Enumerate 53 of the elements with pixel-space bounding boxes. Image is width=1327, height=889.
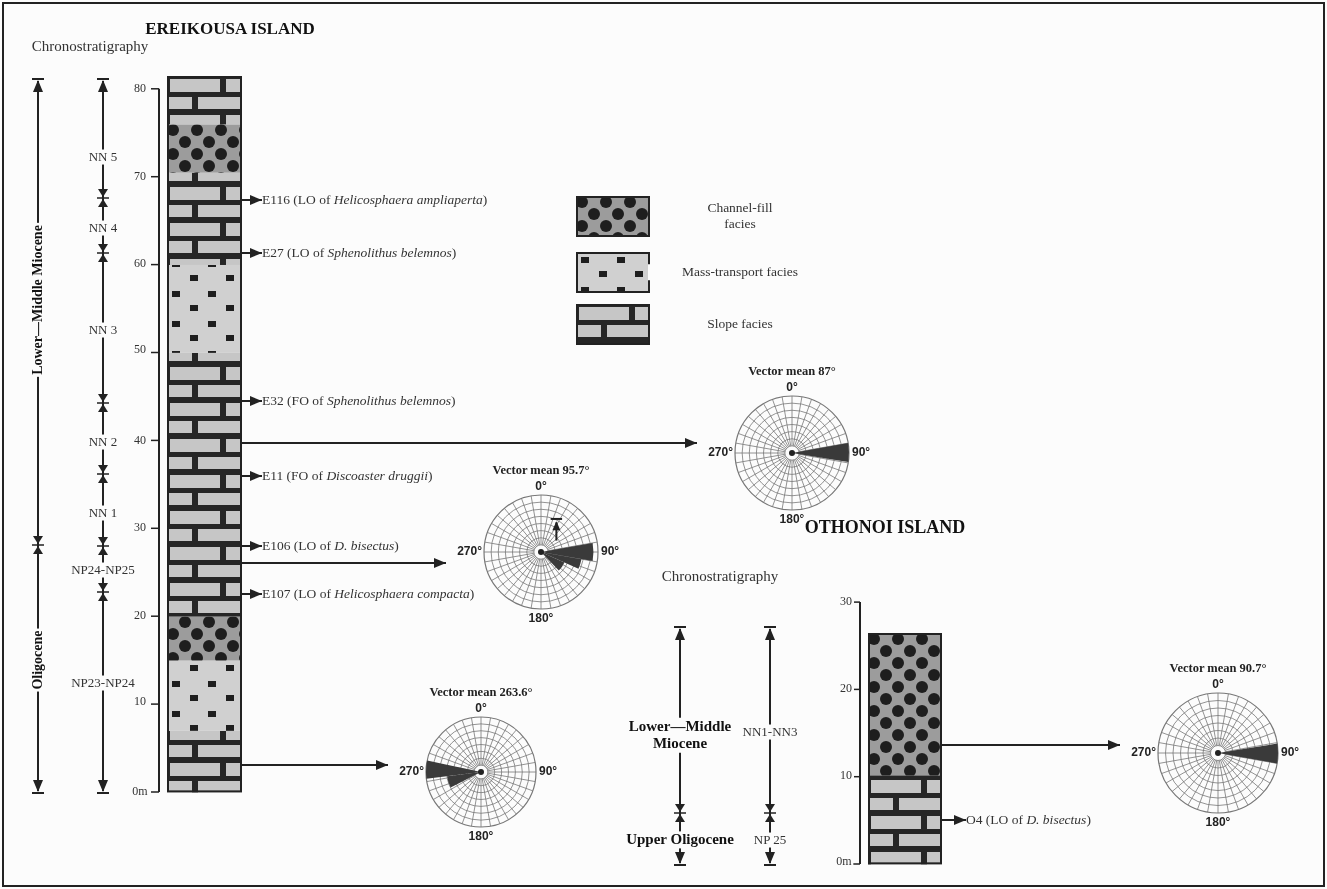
arrow <box>941 815 967 825</box>
arrow <box>241 558 447 568</box>
event-label: E116 (LO of Helicosphaera ampliaperta) <box>262 191 488 209</box>
event-label: E107 (LO of Helicosphaera compacta) <box>262 585 475 603</box>
arrow <box>241 438 698 448</box>
event-label: O4 (LO of D. bisectus) <box>966 811 1091 829</box>
bearing-label: 90° <box>601 544 620 559</box>
bearing-label: 180° <box>1205 815 1231 830</box>
rose-title: Vector mean 263.6° <box>429 685 533 700</box>
bearing-label: 180° <box>779 512 805 527</box>
label: NN 2 <box>86 434 120 450</box>
bearing-label: 180° <box>528 611 554 626</box>
rose-title: Vector mean 90.7° <box>1169 661 1267 676</box>
label: NP24-NP25 <box>69 562 137 578</box>
label: Upper Oligocene <box>624 831 736 849</box>
label: NP 25 <box>751 832 789 848</box>
arrow <box>241 471 263 481</box>
bearing-label: 270° <box>708 445 733 460</box>
label: Chronostratigraphy <box>659 568 781 586</box>
bearing-label: 90° <box>852 445 871 460</box>
arrow <box>241 760 389 770</box>
event-label: E27 (LO of Sphenolithus belemnos) <box>262 244 457 262</box>
stratigraphic-column <box>167 75 242 792</box>
label: NN1-NN3 <box>740 724 800 740</box>
bearing-label: 0° <box>535 479 547 494</box>
arrow <box>241 589 263 599</box>
bearing-label: 0° <box>1212 677 1224 692</box>
bearing-label: 270° <box>399 764 424 779</box>
arrow <box>241 248 263 258</box>
stratigraphic-column <box>868 632 942 864</box>
arrow <box>241 541 263 551</box>
bearing-label: 90° <box>539 764 558 779</box>
label: NN 4 <box>86 220 120 236</box>
arrow <box>941 740 1121 750</box>
arrow <box>241 396 263 406</box>
event-label: E106 (LO of D. bisectus) <box>262 537 399 555</box>
label: NN 5 <box>86 149 120 165</box>
bearing-label: 90° <box>1281 745 1300 760</box>
label: Chronostratigraphy <box>29 38 151 56</box>
label: Oligocene <box>29 628 47 692</box>
rose-title: Vector mean 87° <box>748 364 836 379</box>
label: NP23-NP24 <box>69 675 137 691</box>
bearing-label: 270° <box>457 544 482 559</box>
bearing-label: 270° <box>1131 745 1156 760</box>
rose-title: Vector mean 95.7° <box>492 463 590 478</box>
event-label: E11 (FO of Discoaster druggii) <box>262 467 433 485</box>
label: NN 1 <box>86 505 120 521</box>
bearing-label: 0° <box>475 701 487 716</box>
bearing-label: 0° <box>786 380 798 395</box>
label: NN 3 <box>86 322 120 338</box>
arrow <box>241 195 263 205</box>
bearing-label: 180° <box>468 829 494 844</box>
event-label: E32 (FO of Sphenolithus belemnos) <box>262 392 456 410</box>
